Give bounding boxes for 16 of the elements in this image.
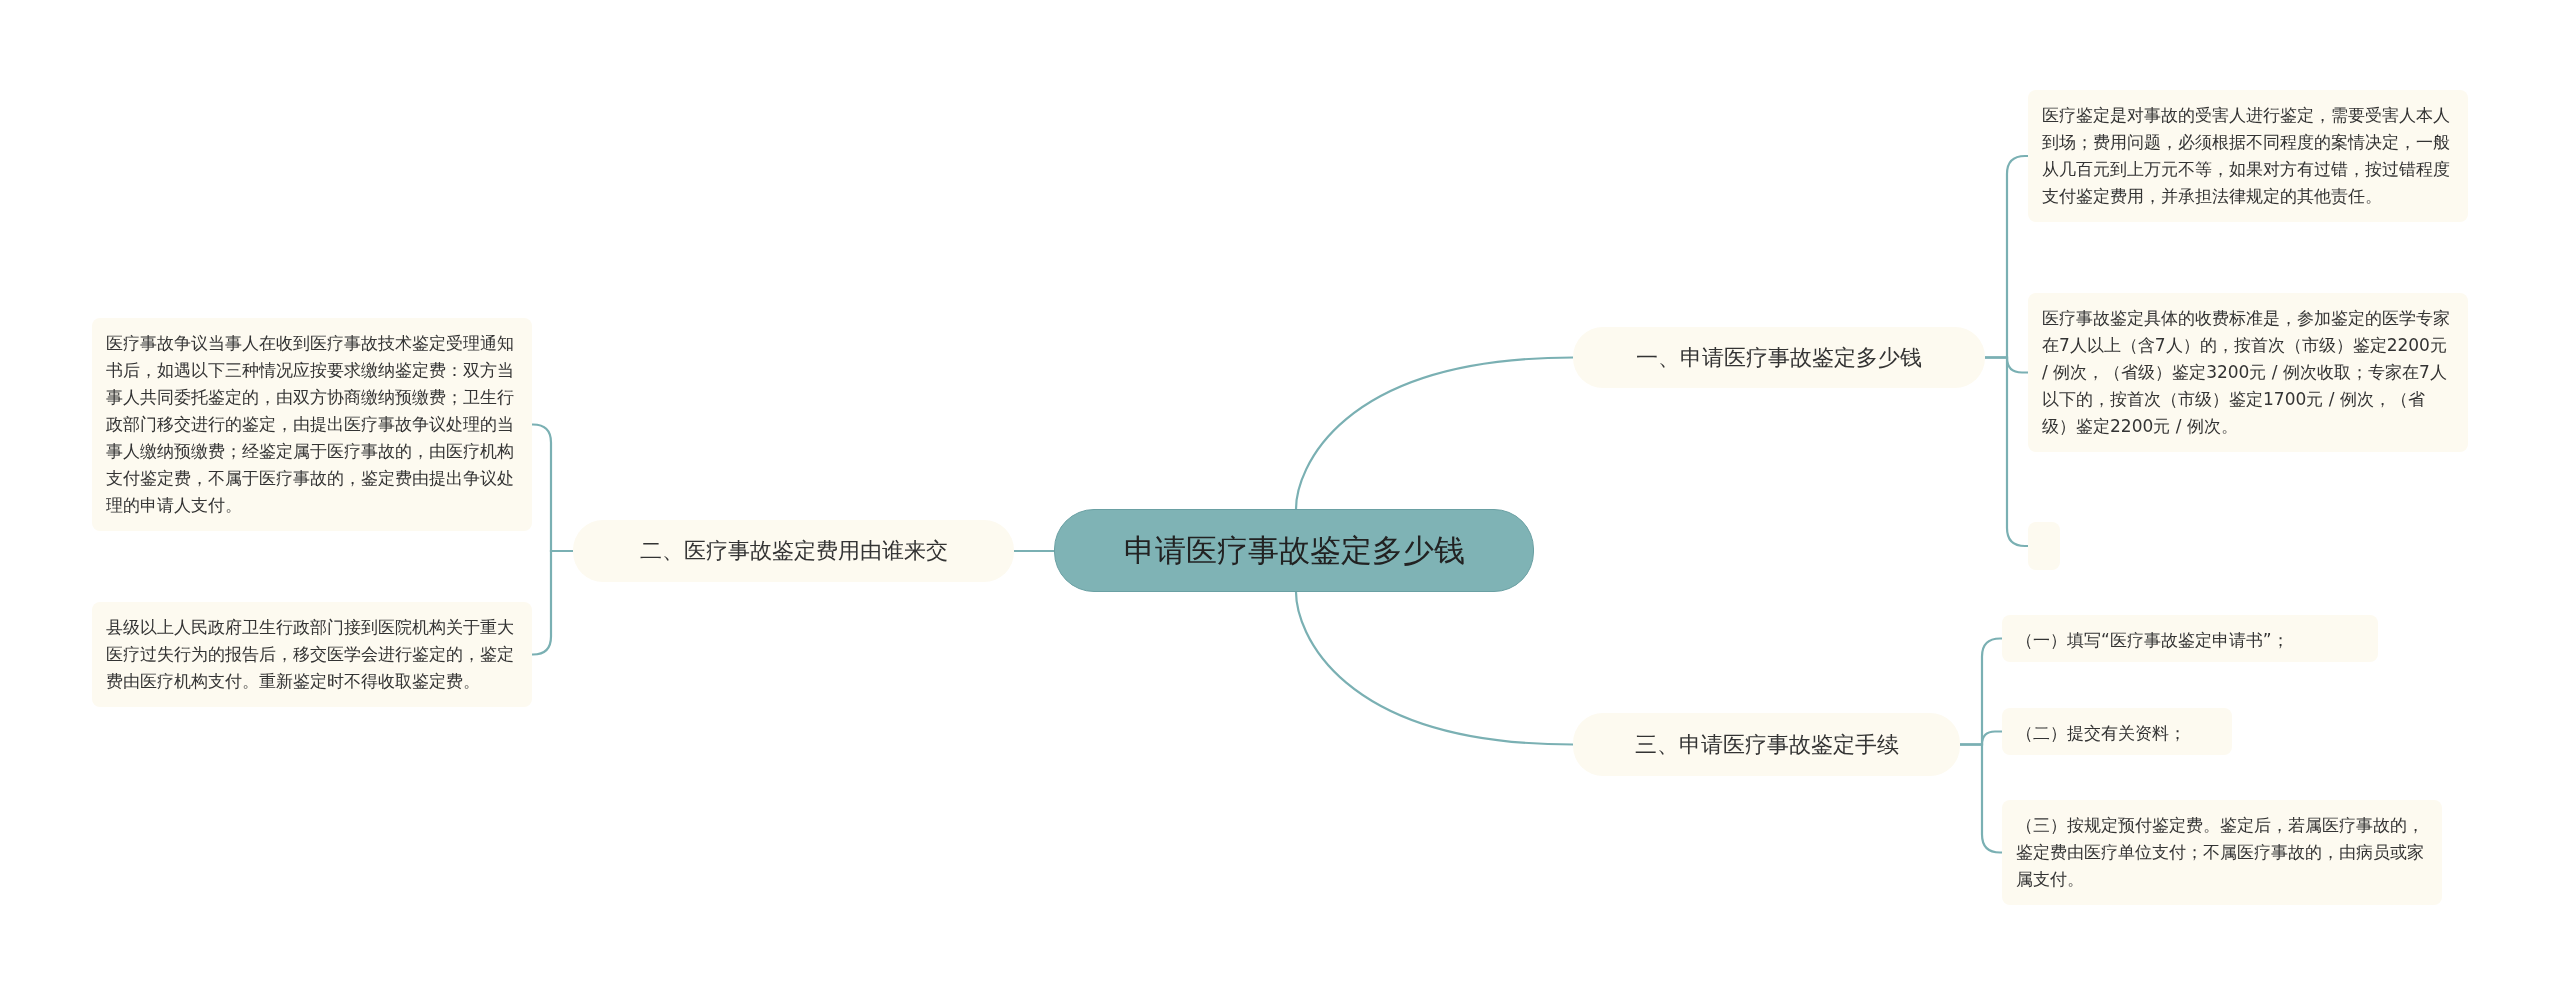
empty-box bbox=[2028, 522, 2060, 570]
central-topic: 申请医疗事故鉴定多少钱 bbox=[1054, 509, 1534, 592]
note-box: （二）提交有关资料； bbox=[2002, 708, 2232, 755]
note-box: （三）按规定预付鉴定费。鉴定后，若属医疗事故的，鉴定费由医疗单位支付；不属医疗事故的，由病员或家属支付。 bbox=[2002, 800, 2442, 905]
note-box: 医疗事故争议当事人在收到医疗事故技术鉴定受理通知书后，如遇以下三种情况应按要求缴纳鉴定费：双方当事人共同委托鉴定的，由双方协商缴纳预缴费；卫生行政部门移交进行的鉴定，由提出医疗事故争议处理的当事人缴纳预缴费；经鉴定属于医疗事故的，由医疗机构支付鉴定费，不属于医疗事故的，鉴定费由提出争议处理的申请人支付。 bbox=[92, 318, 532, 531]
connector-line bbox=[1014, 549, 1054, 553]
note-box: 医疗事故鉴定具体的收费标准是，参加鉴定的医学专家在7人以上（含7人）的，按首次（市级）鉴定2200元 / 例次，（省级）鉴定3200元 / 例次收取；专家在7人以下的，按首次（市级）鉴定1700元 / 例次，（省级）鉴定2200元 / 例次。 bbox=[2028, 293, 2468, 452]
connector-line bbox=[1294, 356, 1574, 510]
topic-box: 三、申请医疗事故鉴定手续 bbox=[1573, 713, 1960, 776]
note-box: 县级以上人民政府卫生行政部门接到医院机构关于重大医疗过失行为的报告后，移交医学会进行鉴定的，鉴定费由医疗机构支付。重新鉴定时不得收取鉴定费。 bbox=[92, 602, 532, 707]
note-box: （一）填写“医疗事故鉴定申请书”； bbox=[2002, 615, 2378, 662]
topic-box: 一、申请医疗事故鉴定多少钱 bbox=[1573, 327, 1985, 388]
topic-box: 二、医疗事故鉴定费用由谁来交 bbox=[573, 520, 1014, 582]
connector-line bbox=[531, 549, 573, 656]
connector-line bbox=[1294, 591, 1574, 746]
note-box: 医疗鉴定是对事故的受害人进行鉴定，需要受害人本人到场；费用问题，必须根据不同程度的案情决定，一般从几百元到上万元不等，如果对方有过错，按过错程度支付鉴定费用，并承担法律规定的其他责任。 bbox=[2028, 90, 2468, 222]
